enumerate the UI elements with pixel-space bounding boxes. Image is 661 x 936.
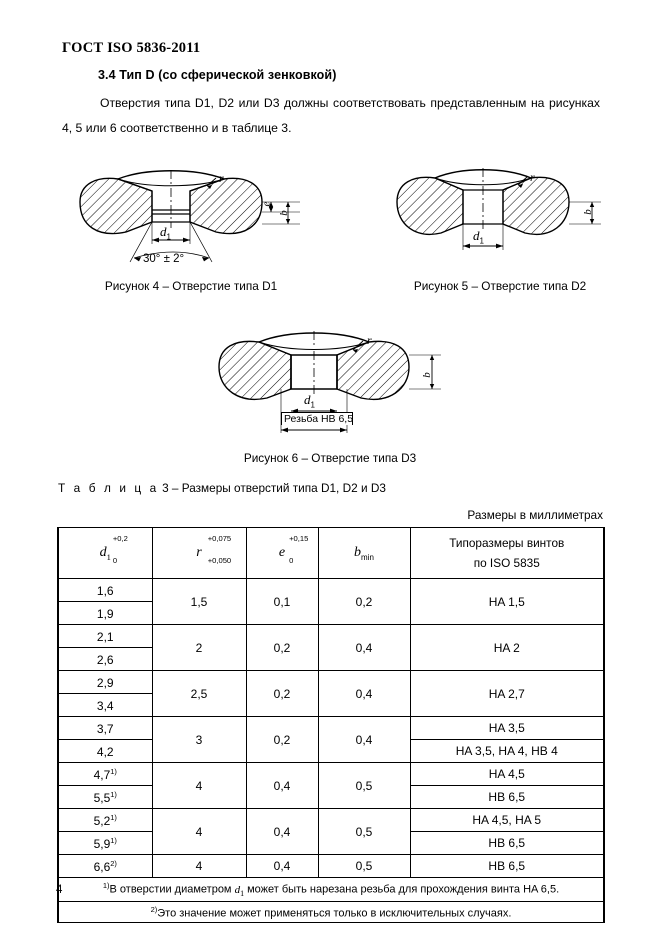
cell-b: 0,5: [317, 762, 411, 809]
cell-d1: 4,71): [57, 762, 153, 786]
cell-screws: HA 4,5: [409, 762, 605, 786]
cell-e: 0,4: [245, 808, 319, 855]
figure-6-label-b: b: [420, 372, 433, 378]
cell-r: 4: [151, 854, 247, 878]
cell-b: 0,4: [317, 716, 411, 763]
table-title: Т а б л и ц а 3 – Размеры отверстий типа…: [58, 481, 386, 495]
header-r: r+0,075+0,050: [151, 527, 247, 579]
cell-b: 0,4: [317, 624, 411, 671]
footnote-1-symbol: d1: [234, 883, 245, 898]
cell-e: 0,2: [245, 670, 319, 717]
cell-screws: HA 1,5: [409, 578, 605, 625]
cell-d1: 2,6: [57, 647, 153, 671]
cell-b: 0,4: [317, 670, 411, 717]
cell-b: 0,5: [317, 854, 411, 878]
page-number: 4: [56, 884, 63, 896]
cell-d1: 5,51): [57, 785, 153, 809]
cell-d1: 5,21): [57, 808, 153, 832]
cell-r: 4: [151, 808, 247, 855]
cell-d1: 2,1: [57, 624, 153, 648]
cell-r: 1,5: [151, 578, 247, 625]
footnote-2: 2)Это значение может применяться только …: [57, 901, 605, 923]
cell-d1: 1,9: [57, 601, 153, 625]
standard-header: ГОСТ ISO 5836-2011: [62, 40, 201, 56]
cell-e: 0,2: [245, 624, 319, 671]
figure-6-drawing: d1 r Резьба HB 6,5 b: [205, 325, 455, 440]
cell-screws: HB 6,5: [409, 831, 605, 855]
footnote-1-text-after: может быть нарезана резьба для прохожден…: [244, 883, 560, 896]
cell-d1: 4,2: [57, 739, 153, 763]
cell-e: 0,4: [245, 854, 319, 878]
table-row: 3,7 3 0,2 0,4 HA 3,5: [57, 716, 605, 763]
cell-d1: 1,6: [57, 578, 153, 602]
table-row: 5,21) 4 0,4 0,5 HA 4,5, HA 5: [57, 808, 605, 855]
table-row: 1,6 1,5 0,1 0,2 HA 1,5: [57, 578, 605, 625]
cell-screws: HA 3,5: [409, 716, 605, 740]
figure-6-label-thread: Резьба HB 6,5: [281, 412, 353, 425]
table-row: 6,62) 4 0,4 0,5 HB 6,5: [57, 854, 605, 878]
cell-screws: HA 4,5, HA 5: [409, 808, 605, 832]
figure-5-drawing: d1 r b: [385, 162, 615, 262]
footnote-2-text: Это значение может применяться только в …: [157, 907, 512, 920]
cell-d1: 3,4: [57, 693, 153, 717]
units-note: Размеры в миллиметрах: [467, 508, 603, 522]
table-title-prefix: Т а б л и ц а: [58, 481, 159, 495]
footnote-1: 1)В отверстии диаметром d1 может быть на…: [57, 877, 605, 902]
cell-r: 3: [151, 716, 247, 763]
figure-4-label-r: r: [219, 171, 224, 185]
figure-4-label-angle: 30° ± 2°: [143, 253, 185, 265]
table-footnote-row: 1)В отверстии диаметром d1 может быть на…: [57, 877, 605, 902]
cell-b: 0,5: [317, 808, 411, 855]
cell-d1: 2,9: [57, 670, 153, 694]
table-row: 3,4: [57, 693, 604, 717]
figure-5-label-r: r: [530, 170, 535, 184]
cell-d1: 3,7: [57, 716, 153, 740]
cell-screws: HA 3,5, HA 4, HB 4: [409, 739, 605, 763]
cell-d1: 5,91): [57, 831, 153, 855]
figure-4-label-e: e: [260, 201, 273, 207]
header-screw-line-2: по ISO 5835: [473, 556, 540, 570]
footnote-1-marker: 1): [102, 881, 110, 890]
figure-4-label-b: b: [277, 210, 290, 216]
table-row: 4,71) 4 0,4 0,5 HA 4,5: [57, 762, 605, 809]
cell-r: 4: [151, 762, 247, 809]
figure-4-caption: Рисунок 4 – Отверстие типа D1: [104, 279, 278, 293]
figure-5-label-b: b: [581, 209, 594, 215]
figure-4-label-d1: d1: [160, 224, 171, 242]
cell-b: 0,2: [317, 578, 411, 625]
header-screw-sizes: Типоразмеры винтов по ISO 5835: [409, 527, 605, 579]
cell-screws: HB 6,5: [409, 854, 605, 878]
header-b-min: bmin: [317, 527, 411, 579]
cell-r: 2,5: [151, 670, 247, 717]
figure-4-drawing: d1 r 30° ± 2° e b: [66, 162, 316, 274]
table-row: 2,1 2 0,2 0,4 HA 2: [57, 624, 605, 671]
table-title-rest: 3 – Размеры отверстий типа D1, D2 и D3: [162, 481, 386, 495]
table-row: 2,9 2,5 0,2 0,4 HA 2,7: [57, 670, 605, 717]
figure-6-label-d1: d1: [304, 392, 315, 410]
cell-d1: 6,62): [57, 854, 153, 878]
cell-screws: HA 2,7: [409, 670, 605, 717]
cell-r: 2: [151, 624, 247, 671]
section-title: 3.4 Тип D (со сферической зенковкой): [98, 68, 337, 82]
footnote-2-marker: 2): [150, 904, 158, 914]
figure-5-caption: Рисунок 5 – Отверстие типа D2: [413, 279, 587, 293]
footnote-1-text-before: В отверстии диаметром: [109, 883, 235, 896]
cell-e: 0,2: [245, 716, 319, 763]
cell-screws: HB 6,5: [409, 785, 605, 809]
section-paragraph: Отверстия типа D1, D2 или D3 должны соот…: [62, 96, 600, 135]
cell-e: 0,1: [245, 578, 319, 625]
table-footnote-row: 2)Это значение может применяться только …: [57, 901, 605, 923]
table-row: 2,6: [57, 647, 604, 671]
cell-e: 0,4: [245, 762, 319, 809]
cell-screws: HA 2: [409, 624, 605, 671]
figure-6-caption: Рисунок 6 – Отверстие типа D3: [243, 451, 417, 465]
figure-5-label-d1: d1: [473, 228, 484, 246]
header-screw-line-1: Типоразмеры винтов: [449, 536, 565, 550]
figure-6-label-r: r: [367, 333, 372, 347]
